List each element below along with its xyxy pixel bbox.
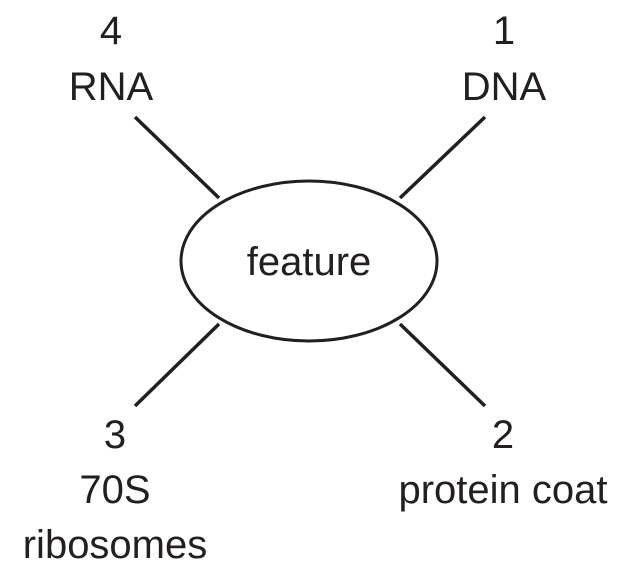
node-number: 2	[492, 413, 514, 457]
node-top-left: 4 RNA	[69, 9, 154, 109]
center-label: feature	[247, 240, 372, 284]
center-ellipse	[179, 179, 439, 343]
spoke-bottom-right	[398, 322, 487, 408]
node-top-right: 1 DNA	[462, 9, 547, 109]
node-number: 1	[493, 9, 515, 53]
spoke-top-left	[133, 115, 221, 200]
node-bottom-left: 3 70S ribosomes	[23, 413, 208, 567]
node-number: 3	[104, 413, 126, 457]
spoke-top-right	[398, 115, 487, 200]
node-label-line-1: 70S	[79, 468, 150, 512]
node-label-line-2: ribosomes	[23, 523, 208, 567]
node-number: 4	[100, 9, 122, 53]
node-label: DNA	[462, 65, 547, 109]
node-label: protein coat	[398, 468, 607, 512]
node-label: RNA	[69, 65, 154, 109]
spoke-bottom-left	[133, 322, 221, 408]
node-bottom-right: 2 protein coat	[398, 413, 607, 512]
